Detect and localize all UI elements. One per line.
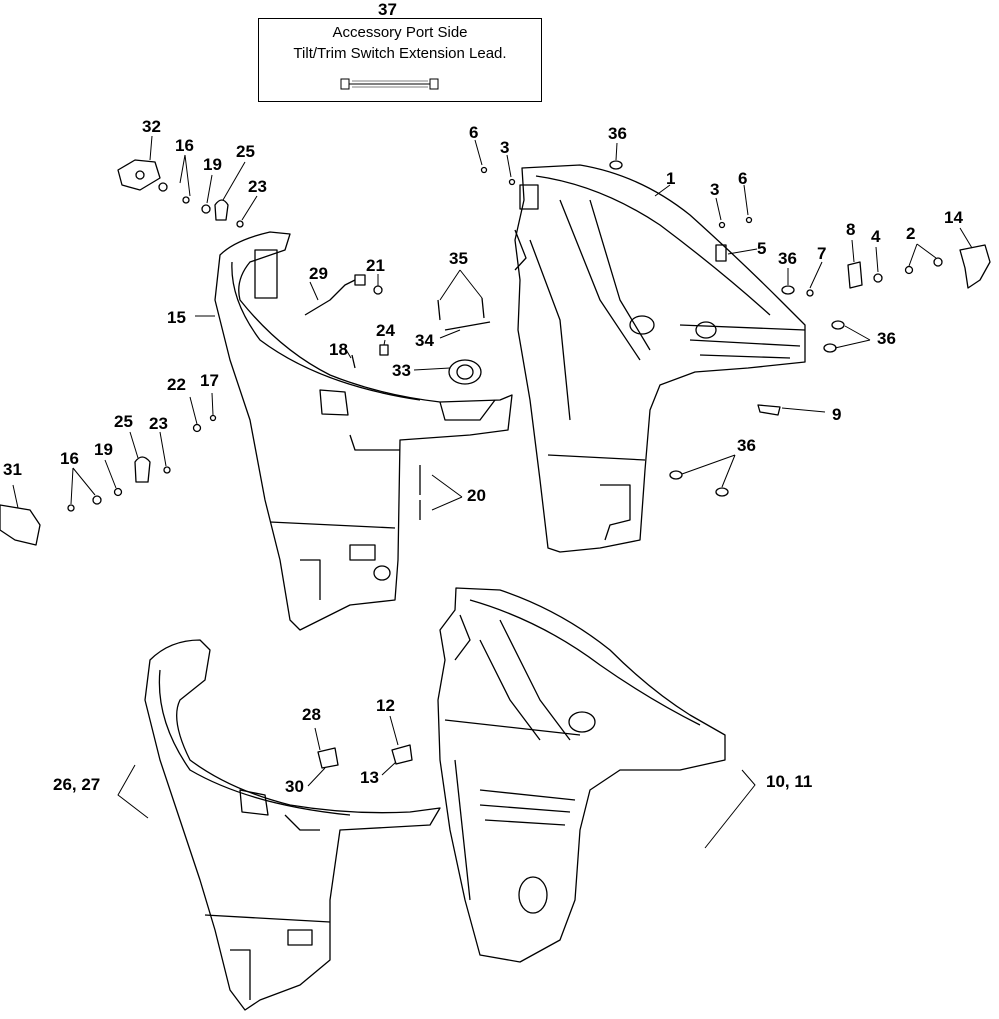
part-label-23-top: 23	[248, 177, 267, 196]
part-label-36-lower-right: 36	[737, 436, 756, 455]
part-label-14: 14	[944, 208, 963, 227]
part-label-21: 21	[366, 256, 385, 275]
part-label-6-right: 6	[738, 169, 748, 188]
part-label-33: 33	[392, 361, 411, 380]
part-label-24: 24	[376, 321, 395, 340]
part-label-34: 34	[415, 331, 434, 350]
part-label-29: 29	[309, 264, 328, 283]
part-label-12: 12	[376, 696, 395, 715]
part-label-4: 4	[871, 227, 881, 246]
part-label-17: 17	[200, 371, 219, 390]
part-label-5: 5	[757, 239, 767, 258]
part-label-28: 28	[302, 705, 321, 724]
extension-lead-connector-icon	[340, 78, 439, 90]
part-label-3-left: 3	[500, 138, 510, 157]
part-label-16-lower: 16	[60, 449, 79, 468]
part-label-36-mid-right: 36	[877, 329, 896, 348]
part-label-35: 35	[449, 249, 468, 268]
part-label-2: 2	[906, 224, 916, 243]
cowl-part-1	[514, 164, 806, 553]
part-label-13: 13	[360, 768, 379, 787]
part-label-23-lower: 23	[149, 414, 168, 433]
part-label-8: 8	[846, 220, 856, 239]
part-label-20: 20	[467, 486, 486, 505]
part-label-30: 30	[285, 777, 304, 796]
part-label-31: 31	[3, 460, 22, 479]
cowl-part-10-11	[437, 587, 726, 963]
part-label-25-lower: 25	[114, 412, 133, 431]
part-label-1: 1	[666, 169, 676, 188]
part-label-22: 22	[167, 375, 186, 394]
cowl-part-15	[214, 231, 513, 631]
callout-box-37: Accessory Port Side Tilt/Trim Switch Ext…	[258, 18, 542, 102]
part-label-3-right: 3	[710, 180, 720, 199]
part-label-36-upper-right: 36	[778, 249, 797, 268]
part-label-10-11: 10, 11	[766, 772, 813, 791]
part-label-9: 9	[832, 405, 842, 424]
callout-37-number: 37	[378, 0, 397, 19]
part-label-36-top: 36	[608, 124, 627, 143]
part-label-32: 32	[142, 117, 161, 136]
part-label-18: 18	[329, 340, 348, 359]
part-label-15: 15	[167, 308, 186, 327]
part-label-7: 7	[817, 244, 827, 263]
part-label-6-left: 6	[469, 123, 479, 142]
leader-lines	[12, 135, 973, 849]
part-label-19-top: 19	[203, 155, 222, 174]
callout-37-line-1: Accessory Port Side	[332, 24, 468, 41]
part-label-25-top: 25	[236, 142, 255, 161]
part-label-26-27: 26, 27	[53, 775, 101, 794]
part-label-16-top: 16	[175, 136, 194, 155]
callout-37-line-2: Tilt/Trim Switch Extension Lead.	[293, 45, 507, 62]
small-parts	[0, 159, 991, 769]
cowl-part-26-27	[144, 639, 441, 1011]
part-label-19-lower: 19	[94, 440, 113, 459]
